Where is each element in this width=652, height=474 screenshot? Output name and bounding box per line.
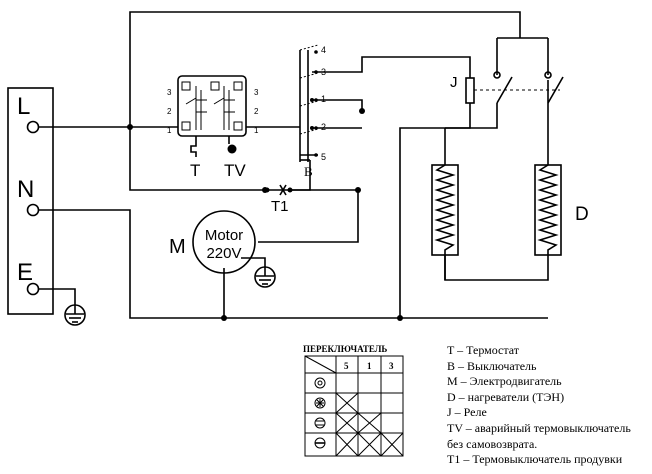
- switch-pos3-wire: [312, 56, 471, 78]
- label-motor: M: [169, 236, 186, 258]
- thermostat-bulb-tv-ball: [227, 144, 237, 154]
- mode-off-icon: [314, 377, 326, 389]
- terminal-n-screw: [26, 203, 40, 217]
- switch-table-crosses: [335, 392, 404, 457]
- top-loop-wire: [129, 11, 521, 127]
- switch-pos-2: 2: [321, 122, 326, 132]
- mode-half-heat-icon: [314, 417, 326, 429]
- mode-fan-icon: [314, 397, 326, 409]
- legend-line: без самовозврата.: [447, 436, 538, 451]
- relay-j: [445, 37, 564, 129]
- mode-full-heat-icon: [314, 437, 326, 449]
- terminal-label-n: N: [17, 176, 34, 203]
- earth-wire: [38, 288, 76, 305]
- t1-to-motor-wire: [258, 189, 359, 243]
- terminal-block: [7, 87, 54, 315]
- relay-to-heater1-wire: [399, 103, 471, 318]
- switch-table-col-3: 3: [389, 361, 394, 371]
- switch-pos-5: 5: [321, 152, 326, 162]
- legend-line: B – Выключатель: [447, 358, 537, 373]
- thermostat-contacts: [181, 81, 243, 131]
- thermostat-right-pos-3: 3: [254, 88, 259, 97]
- motor-earth-wire: [241, 257, 266, 266]
- terminal-label-e: E: [17, 259, 33, 286]
- thermostat-bulb-t: [190, 136, 197, 157]
- switch-table-title: ПЕРЕКЛЮЧАТЕЛЬ: [303, 344, 387, 354]
- label-fan-thermostat: T1: [271, 198, 289, 215]
- legend-line: J – Реле: [447, 405, 487, 420]
- thermostat-left-pos-2: 2: [167, 107, 172, 116]
- terminal-l-screw: [26, 120, 40, 134]
- switch-pos1-wire: [312, 99, 363, 111]
- legend-line: TV – аварийный термовыключатель: [447, 420, 631, 435]
- heater-bridge-wire: [444, 255, 549, 281]
- thermostat-right-pos-2: 2: [254, 107, 259, 116]
- switch-table: ПЕРЕКЛЮЧАТЕЛЬ 5 1 3: [303, 344, 404, 457]
- terminal-label-l: L: [17, 93, 30, 120]
- label-thermostat: T: [190, 161, 200, 180]
- legend-line: D – нагреватели (ТЭН): [447, 389, 565, 404]
- neutral-wire: [38, 209, 548, 319]
- switch-pos-3: 3: [321, 67, 326, 77]
- thermostat-unit: 3 2 1 3 2 1: [167, 75, 259, 157]
- label-relay: J: [450, 74, 458, 91]
- switch-b: [299, 44, 319, 162]
- switch-pos-1: 1: [321, 94, 326, 104]
- motor-text-line2: 220V: [206, 245, 241, 262]
- label-emergency-thermostat: TV: [224, 161, 246, 180]
- earth-symbol-main: [64, 304, 86, 326]
- thermostat-right-pos-1: 1: [254, 126, 259, 135]
- switch-table-col-1: 1: [367, 361, 372, 371]
- line-to-t1-wire: [129, 127, 265, 191]
- heater-2: [534, 164, 562, 256]
- label-switch: B: [304, 164, 313, 179]
- switch-table-col-5: 5: [344, 361, 349, 371]
- switch-pos-4: 4: [321, 45, 326, 55]
- legend-line: T – Термостат: [447, 343, 519, 357]
- thermostat-left-pos-1: 1: [167, 126, 172, 135]
- motor-text-line1: Motor: [205, 227, 243, 244]
- legend-line: M – Электродвигатель: [447, 374, 562, 389]
- thermostat-left-pos-3: 3: [167, 88, 172, 97]
- legend: T – Термостат B – Выключатель M – Электр…: [447, 343, 652, 468]
- heater-1: [431, 164, 459, 256]
- label-heaters: D: [575, 204, 589, 225]
- motor-circle: [192, 210, 256, 274]
- legend-line: T1 – Термовыключатель продувки: [447, 452, 623, 467]
- junction-dots: [127, 98, 403, 321]
- earth-symbol-motor: [254, 266, 276, 288]
